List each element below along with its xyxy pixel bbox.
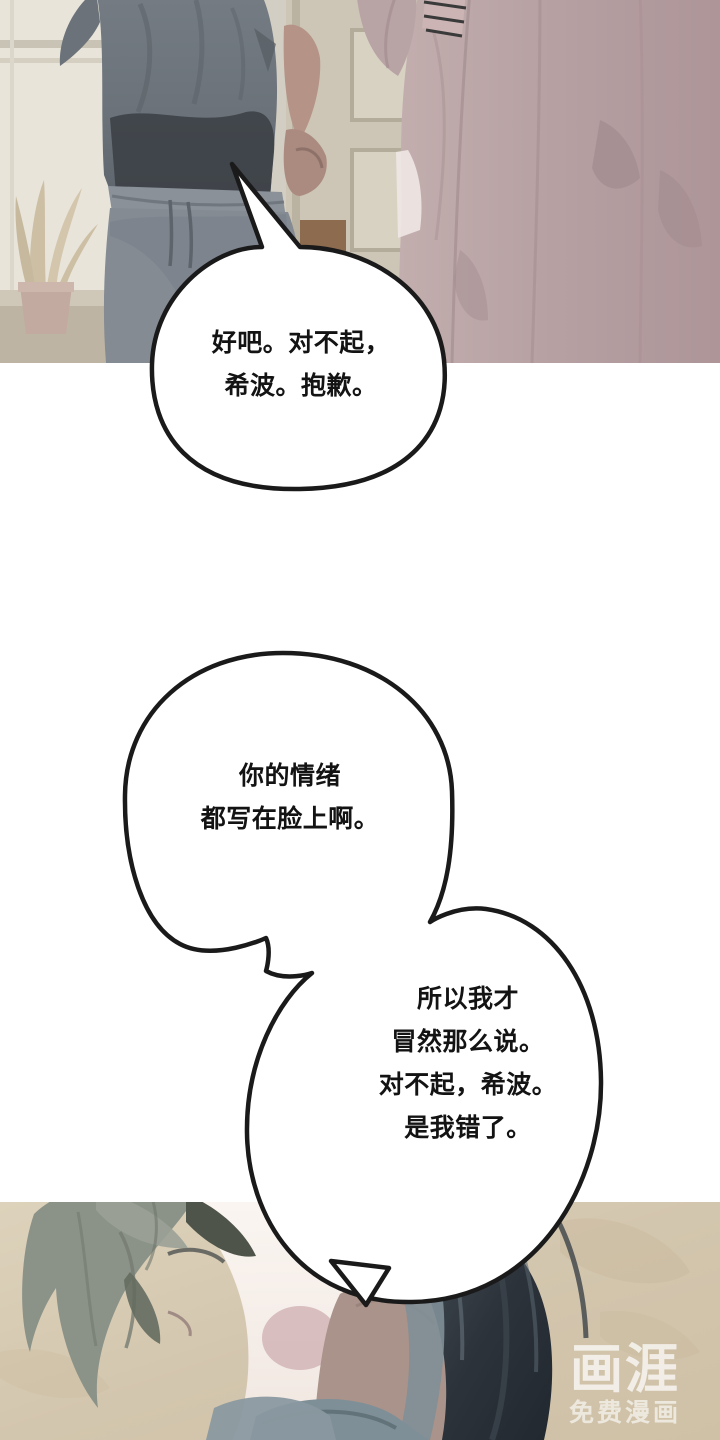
top-panel-artwork xyxy=(0,0,720,363)
arm xyxy=(283,24,321,140)
potted-plant xyxy=(15,180,98,334)
wood-trim xyxy=(300,220,346,260)
speech-bubble-apology-text: 好吧。对不起， 希波。抱歉。 xyxy=(211,329,391,400)
bottom-panel xyxy=(0,1202,720,1440)
shoulder-left xyxy=(206,1396,336,1440)
window-frame-h xyxy=(0,40,120,48)
speech-bubble-emotions-text: 你的情绪 都写在脸上啊。 xyxy=(200,762,380,833)
window-frame-v xyxy=(10,0,14,300)
robed-figure xyxy=(357,0,720,363)
top-panel xyxy=(0,0,720,363)
window-frame-h2 xyxy=(0,58,118,63)
blush xyxy=(262,1306,338,1370)
speech-bubble-my-fault-text: 所以我才 冒然那么说。 对不起，希波。 是我错了。 xyxy=(378,985,558,1142)
bottom-panel-artwork xyxy=(0,1202,720,1440)
